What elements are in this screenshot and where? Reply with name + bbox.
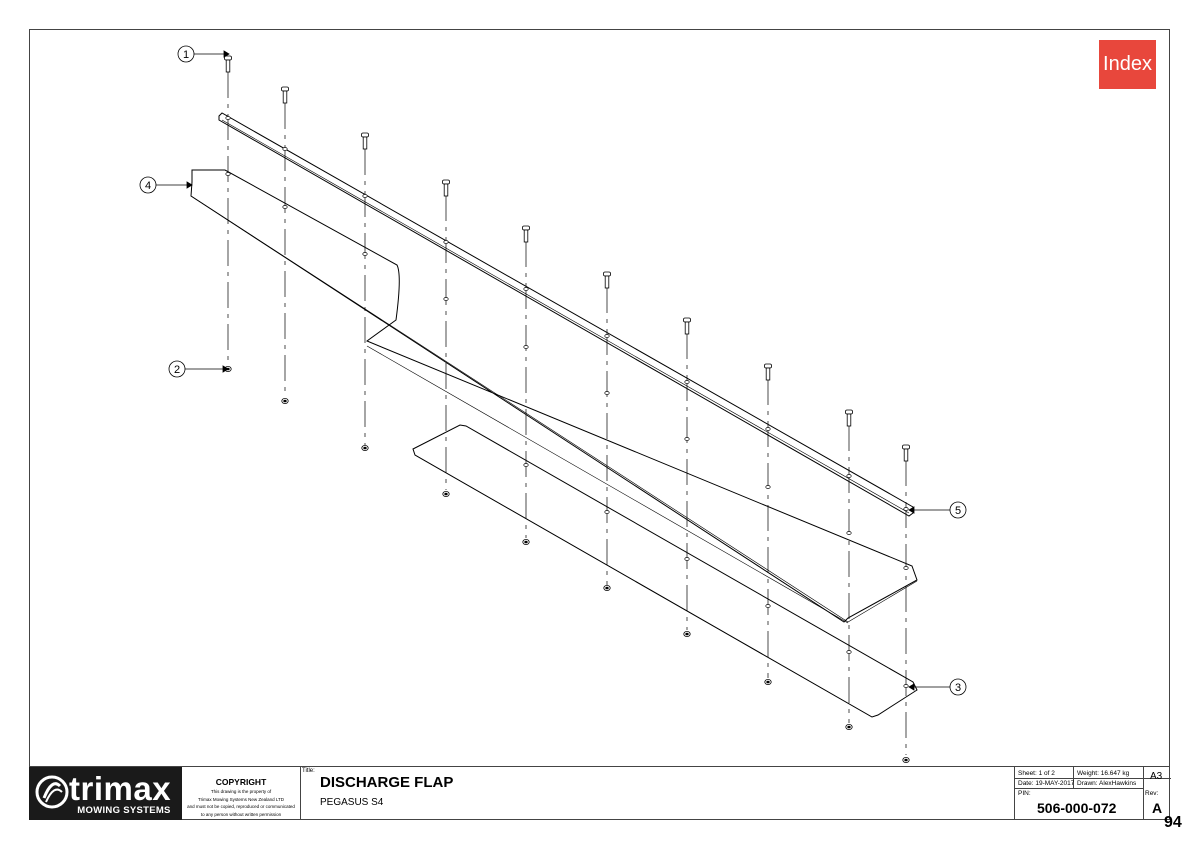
bolt: [764, 363, 772, 381]
callout-4: 4: [139, 176, 193, 194]
nut: [522, 539, 530, 546]
title-block: trimax MOWING SYSTEMS COPYRIGHT This dra…: [29, 766, 1171, 821]
title-label: Title:: [302, 768, 315, 774]
bolt-hole: [443, 240, 449, 244]
callout-1: 1: [177, 45, 230, 63]
nut: [281, 397, 289, 404]
page-number: 94: [1164, 814, 1182, 831]
bolt-hole: [684, 380, 690, 384]
bolt-hole: [765, 604, 771, 608]
nut: [442, 490, 450, 497]
nut: [764, 679, 772, 686]
bolt-hole: [604, 391, 610, 395]
bolt-hole: [604, 510, 610, 514]
bolt: [442, 179, 450, 197]
title-cell: Title: DISCHARGE FLAP PEGASUS S4: [301, 767, 1014, 820]
bolt-hole: [225, 172, 231, 176]
pin-label: PIN:: [1018, 790, 1031, 797]
support-plate: [412, 424, 918, 718]
rubber-flap: [190, 169, 918, 624]
bolt: [224, 55, 232, 73]
drawing-frame: [29, 29, 1170, 820]
revision: A: [1152, 800, 1163, 816]
bolt: [361, 132, 369, 150]
bolt: [603, 271, 611, 289]
drawing-subtitle: PEGASUS S4: [320, 797, 384, 808]
bolt: [522, 225, 530, 243]
nut-group: [224, 365, 910, 764]
copyright-notice: COPYRIGHT This drawing is the property o…: [182, 767, 301, 820]
drawing-info-grid: Sheet: 1 of 2 Weight: 16.647 kg Date: 19…: [1014, 767, 1171, 820]
drawn-by-info: Drawn: AlexHawkins: [1077, 780, 1137, 787]
copyright-heading: COPYRIGHT: [215, 777, 267, 787]
copyright-line: Trimax Mowing Systems New Zealand LTD: [197, 796, 285, 802]
bolt-hole: [903, 507, 909, 511]
logo-tagline: MOWING SYSTEMS: [77, 805, 171, 816]
part-number: 506-000-072: [1037, 800, 1117, 816]
nut: [361, 444, 369, 451]
copyright-line: and must not be copied, reproduced or co…: [187, 804, 295, 809]
sheet-info: Sheet: 1 of 2: [1018, 770, 1055, 777]
bolt-hole: [362, 252, 368, 256]
bolt-hole: [765, 485, 771, 489]
callout-2-label: 2: [174, 364, 180, 376]
bolt-hole: [362, 194, 368, 198]
trimax-logo: trimax MOWING SYSTEMS: [29, 767, 182, 820]
clamp-strip: [218, 112, 914, 517]
bolt-hole: [225, 116, 231, 120]
bolt-hole: [846, 531, 852, 535]
bolt-hole: [282, 147, 288, 151]
weight-info: Weight: 16.647 kg: [1077, 770, 1130, 777]
bolt-hole: [684, 557, 690, 561]
hole-group: [225, 116, 909, 688]
bolt-hole: [523, 463, 529, 467]
nut: [845, 724, 853, 731]
bolt-hole: [443, 297, 449, 301]
bolt-hole: [523, 287, 529, 291]
trimax-logo-icon: [35, 775, 69, 809]
callout-3: 3: [908, 678, 967, 696]
bolt-hole: [846, 474, 852, 478]
sheet-size: A3: [1150, 771, 1163, 782]
bolt-hole: [684, 437, 690, 441]
bolt: [845, 409, 853, 427]
nut: [683, 631, 691, 638]
bolt-hole: [523, 345, 529, 349]
date-info: Date: 19-MAY-2017: [1018, 780, 1075, 787]
bolt-hole: [282, 205, 288, 209]
bolt: [281, 86, 289, 104]
callout-1-label: 1: [183, 49, 189, 61]
callout-2: 2: [168, 360, 229, 378]
index-button[interactable]: Index: [1099, 40, 1156, 89]
bolt-hole: [846, 650, 852, 654]
bolt-hole: [903, 684, 909, 688]
rev-label: Rev:: [1145, 790, 1159, 797]
copyright-line: to any person without written permission: [200, 811, 282, 817]
callout-5-label: 5: [955, 505, 961, 517]
bolt: [683, 317, 691, 335]
bolt: [902, 444, 910, 462]
bolt-hole: [903, 566, 909, 570]
nut: [902, 757, 910, 764]
callout-3-label: 3: [955, 682, 961, 694]
drawing-title: DISCHARGE FLAP: [320, 774, 454, 791]
callout-4-label: 4: [145, 180, 151, 192]
bolt-hole: [765, 427, 771, 431]
callout-5: 5: [908, 501, 967, 519]
copyright-line: This drawing is the property of: [210, 789, 272, 794]
logo-wordmark: trimax: [69, 770, 172, 807]
bolt-group: [224, 55, 910, 462]
nut: [603, 585, 611, 592]
bolt-hole: [604, 334, 610, 338]
